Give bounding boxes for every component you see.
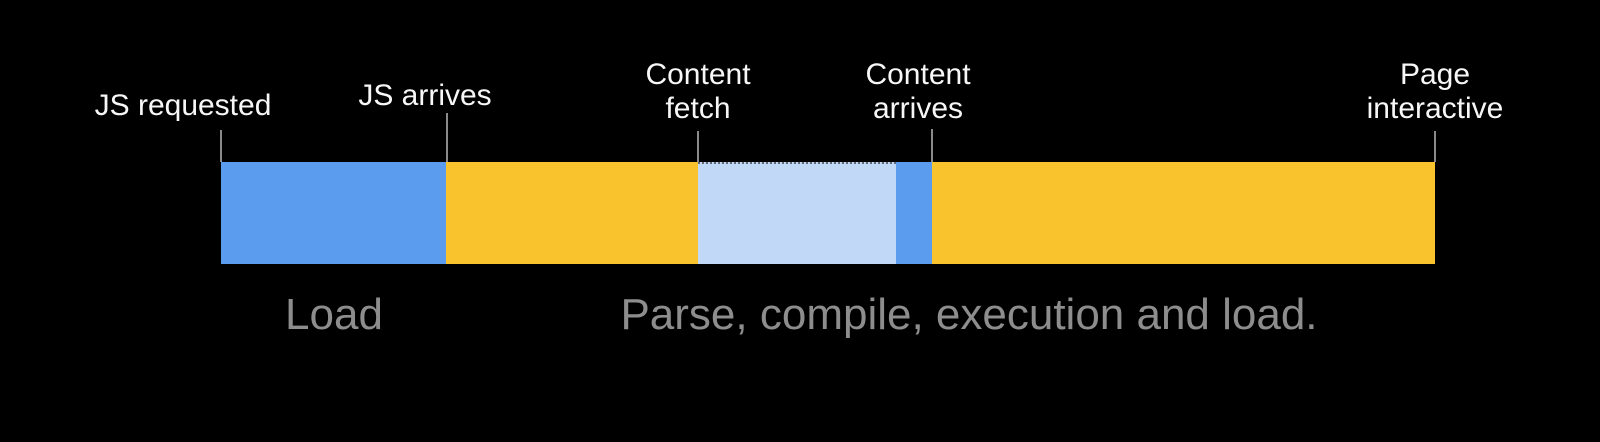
- segment-js-download: [221, 162, 446, 264]
- milestone-label-line: JS requested: [94, 89, 272, 122]
- segment-parse-compile-1: [446, 162, 698, 264]
- segment-content-download: [896, 162, 932, 264]
- tick-line-js-arrives: [446, 113, 448, 162]
- milestone-label-line: arrives: [872, 92, 964, 125]
- segment-parse-compile-2: [932, 162, 1435, 264]
- milestone-label-js-requested: JS requested: [95, 89, 272, 123]
- milestone-label-line: Content: [865, 58, 971, 91]
- milestone-label-line: JS arrives: [358, 79, 492, 112]
- tick-line-page-interactive: [1434, 131, 1436, 162]
- milestone-label-line: fetch: [665, 92, 731, 125]
- milestone-label-line: Content: [645, 58, 751, 91]
- tick-line-js-requested: [220, 130, 222, 162]
- tick-line-content-arrives: [931, 129, 933, 162]
- tick-line-content-fetch: [697, 131, 699, 162]
- milestone-label-line: Page: [1399, 58, 1471, 91]
- phase-caption-load: Load: [285, 290, 383, 339]
- milestone-label-js-arrives: JS arrives: [358, 79, 491, 113]
- milestone-label-content-fetch: Content fetch: [645, 58, 750, 126]
- milestone-label-page-interactive: Page interactive: [1367, 58, 1504, 126]
- phase-caption-parse-compile-execute-load: Parse, compile, execution and load.: [620, 290, 1318, 339]
- timeline-bar: [221, 162, 1435, 264]
- segment-content-fetch: [698, 162, 896, 264]
- milestone-label-line: interactive: [1366, 92, 1504, 125]
- milestone-label-content-arrives: Content arrives: [865, 58, 970, 126]
